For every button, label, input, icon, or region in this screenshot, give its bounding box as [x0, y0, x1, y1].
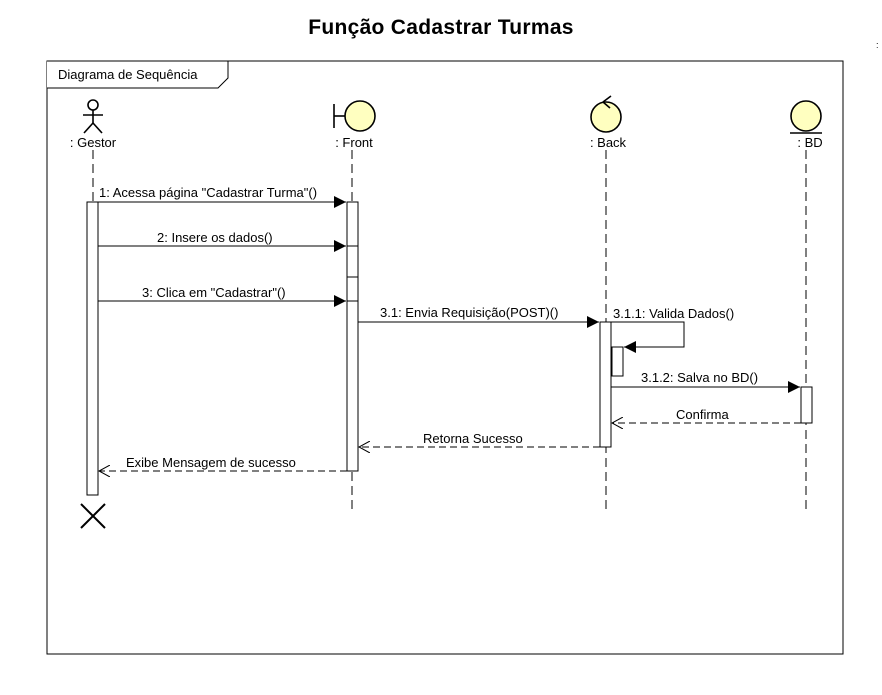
- frame-label-tab: [47, 60, 229, 89]
- activation-back: [599, 321, 612, 448]
- activation-gestor: [86, 201, 99, 496]
- boundary-icon: [333, 100, 376, 132]
- activation-back-nested: [611, 346, 624, 377]
- message-label: Confirma: [676, 407, 730, 422]
- frame-label: Diagrama de Sequência: [58, 67, 198, 82]
- message-label: 3.1: Envia Requisição(POST)(): [380, 305, 558, 320]
- entity-icon: [790, 100, 822, 134]
- lifeline-label-gestor: : Gestor: [70, 135, 117, 150]
- self-message-arrow: [611, 321, 685, 353]
- message-label: Retorna Sucesso: [423, 431, 523, 446]
- destroy-icon: [80, 503, 106, 529]
- message-label: 3: Clica em "Cadastrar"(): [142, 285, 286, 300]
- lifeline-label-bd: : BD: [797, 135, 822, 150]
- control-icon: [590, 95, 622, 133]
- lifeline-label-back: : Back: [590, 135, 627, 150]
- stray-mark: :: [876, 40, 879, 50]
- message-label: 1: Acessa página "Cadastrar Turma"(): [99, 185, 317, 200]
- message-label: Exibe Mensagem de sucesso: [126, 455, 296, 470]
- message-label: 3.1.2: Salva no BD(): [641, 370, 758, 385]
- activation-front: [346, 201, 359, 472]
- diagram-title: Função Cadastrar Turmas: [308, 16, 574, 39]
- message-label: 2: Insere os dados(): [157, 230, 273, 245]
- diagram-frame: [46, 60, 844, 655]
- activation-bd: [800, 386, 813, 424]
- actor-icon: [83, 99, 103, 134]
- message-label: 3.1.1: Valida Dados(): [613, 306, 734, 321]
- lifeline-label-front: : Front: [335, 135, 373, 150]
